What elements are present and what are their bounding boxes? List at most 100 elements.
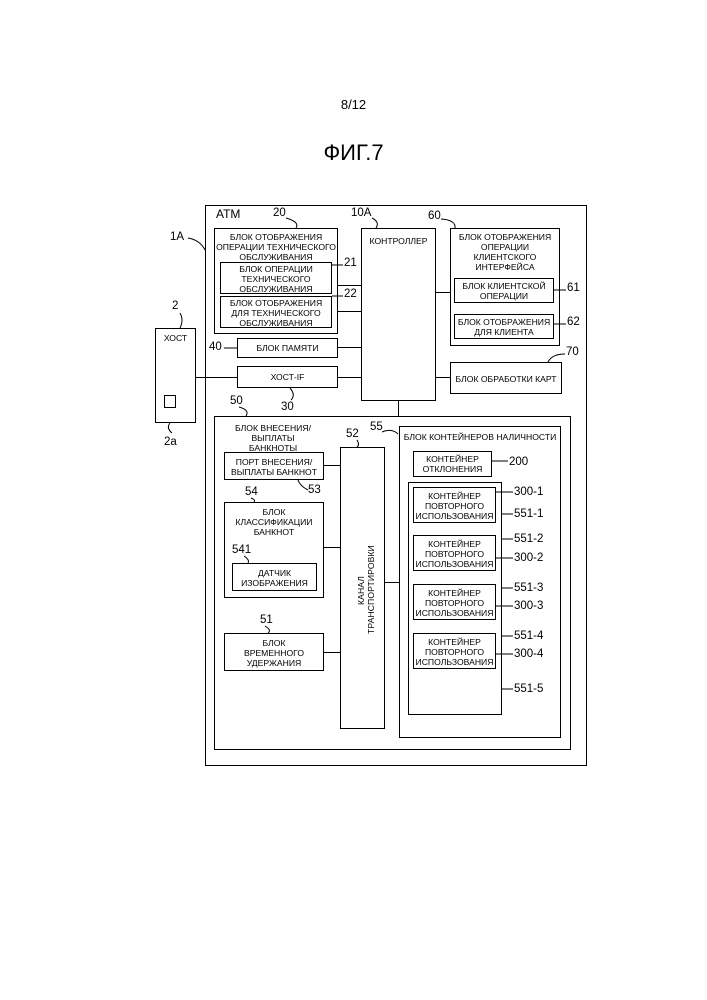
temp-hold-ref: 51 [260, 614, 273, 627]
card-unit-box: БЛОК ОБРАБОТКИ КАРТ [450, 362, 562, 394]
connector-classifier-transport [324, 547, 340, 548]
cassette-3-ref-bottom: 300-3 [514, 600, 543, 613]
temp-hold-line: БЛОК [225, 638, 323, 648]
host-label: ХОСТ [155, 333, 196, 343]
connector-hostif-controller [338, 377, 361, 378]
customer-display-ref: 60 [428, 210, 441, 223]
port-box: ПОРТ ВНЕСЕНИЯ/ ВЫПЛАТЫ БАНКНОТ [224, 452, 324, 480]
host-if-label: ХОСТ-IF [238, 372, 337, 382]
maint-op-unit-box: БЛОК ОПЕРАЦИИ ТЕХНИЧЕСКОГО ОБСЛУЖИВАНИЯ [220, 262, 332, 294]
recycle-container-3: КОНТЕЙНЕР ПОВТОРНОГО ИСПОЛЬЗОВАНИЯ [413, 584, 496, 620]
image-sensor-line: ДАТЧИК [233, 568, 316, 578]
maint-display-ref: 20 [273, 207, 286, 220]
customer-display-line: ОПЕРАЦИИ [451, 242, 559, 252]
customer-disp-line: БЛОК ОТОБРАЖЕНИЯ [455, 317, 553, 327]
leader-2 [180, 313, 182, 328]
connector-maint-disp-controller [338, 311, 361, 312]
reject-line: КОНТЕЙНЕР [414, 454, 491, 464]
maint-display-line: БЛОК ОТОБРАЖЕНИЯ [215, 232, 337, 242]
host-sub-ref: 2a [164, 436, 177, 449]
classifier-ref: 54 [245, 486, 258, 499]
transport-channel-label: КАНАЛ ТРАНСПОРТИРОВКИ [356, 530, 376, 650]
recycle-line: КОНТЕЙНЕР [414, 588, 495, 598]
host-if-box: ХОСТ-IF [237, 366, 338, 388]
maint-op-line: ОБСЛУЖИВАНИЯ [221, 284, 331, 294]
cassette-3-ref-top: 551-3 [514, 582, 543, 595]
last-slot-ref: 551-5 [514, 683, 543, 696]
atm-label: АТМ [216, 208, 240, 221]
host-ref: 2 [172, 300, 178, 313]
recycle-line: КОНТЕЙНЕР [414, 491, 495, 501]
maint-disp-ref: 22 [344, 288, 357, 301]
cash-unit-ref: 55 [370, 421, 383, 434]
recycle-line: ИСПОЛЬЗОВАНИЯ [414, 608, 495, 618]
customer-display-line: КЛИЕНТСКОГО [451, 252, 559, 262]
leader-2a [168, 423, 172, 433]
cash-unit-label: БЛОК КОНТЕЙНЕРОВ НАЛИЧНОСТИ [399, 432, 561, 442]
connector-controller-banknote [398, 401, 399, 416]
controller-box: КОНТРОЛЛЕР [361, 228, 436, 401]
recycle-line: КОНТЕЙНЕР [414, 539, 495, 549]
maint-op-line: ТЕХНИЧЕСКОГО [221, 274, 331, 284]
maint-disp-unit-box: БЛОК ОТОБРАЖЕНИЯ ДЛЯ ТЕХНИЧЕСКОГО ОБСЛУЖ… [220, 296, 332, 328]
customer-disp-ref: 62 [567, 316, 580, 329]
banknote-unit-line: БЛОК ВНЕСЕНИЯ/ВЫПЛАТЫ [218, 423, 328, 443]
host-card-slot [164, 395, 176, 408]
reject-ref: 200 [509, 456, 528, 469]
customer-display-line: БЛОК ОТОБРАЖЕНИЯ [451, 232, 559, 242]
reject-container-box: КОНТЕЙНЕР ОТКЛОНЕНИЯ [413, 451, 492, 477]
classifier-line: БЛОК [225, 507, 323, 517]
memory-ref: 40 [209, 341, 222, 354]
image-sensor-ref: 541 [232, 544, 251, 557]
classifier-line: БАНКНОТ [225, 527, 323, 537]
controller-label: КОНТРОЛЛЕР [362, 236, 435, 246]
cassette-2-ref-top: 551-2 [514, 533, 543, 546]
host-if-ref: 30 [281, 401, 294, 414]
connector-memory-controller [338, 347, 361, 348]
temp-hold-line: ВРЕМЕННОГО [225, 648, 323, 658]
recycle-line: ПОВТОРНОГО [414, 549, 495, 559]
maint-op-line: БЛОК ОПЕРАЦИИ [221, 264, 331, 274]
recycle-line: КОНТЕЙНЕР [414, 637, 495, 647]
memory-box: БЛОК ПАМЯТИ [237, 338, 338, 358]
customer-op-unit-box: БЛОК КЛИЕНТСКОЙ ОПЕРАЦИИ [454, 278, 554, 303]
card-unit-ref: 70 [566, 346, 579, 359]
customer-display-line: ИНТЕРФЕЙСА [451, 262, 559, 272]
leader-1a [188, 238, 205, 250]
customer-op-line: БЛОК КЛИЕНТСКОЙ [455, 281, 553, 291]
port-ref: 53 [308, 484, 321, 497]
transport-channel-ref: 52 [346, 428, 359, 441]
recycle-line: ИСПОЛЬЗОВАНИЯ [414, 559, 495, 569]
temp-hold-box: БЛОК ВРЕМЕННОГО УДЕРЖАНИЯ [224, 633, 324, 671]
connector-controller-card [436, 377, 450, 378]
recycle-line: ИСПОЛЬЗОВАНИЯ [414, 511, 495, 521]
cassette-1-ref-bottom: 551-1 [514, 508, 543, 521]
cassette-4-ref-top: 551-4 [514, 630, 543, 643]
maint-display-line: ОПЕРАЦИИ ТЕХНИЧЕСКОГО [215, 242, 337, 252]
card-unit-label: БЛОК ОБРАБОТКИ КАРТ [451, 374, 561, 384]
connector-temphold-transport [324, 652, 340, 653]
port-line: ВЫПЛАТЫ БАНКНОТ [225, 467, 323, 477]
cassette-2-ref-bottom: 300-2 [514, 552, 543, 565]
temp-hold-line: УДЕРЖАНИЯ [225, 658, 323, 668]
atm-ref: 1A [170, 231, 184, 244]
reject-line: ОТКЛОНЕНИЯ [414, 464, 491, 474]
figure-title: ФИГ.7 [0, 140, 707, 166]
maint-disp-line: ДЛЯ ТЕХНИЧЕСКОГО [221, 308, 331, 318]
customer-disp-line: ДЛЯ КЛИЕНТА [455, 327, 553, 337]
image-sensor-line: ИЗОБРАЖЕНИЯ [233, 578, 316, 588]
image-sensor-box: ДАТЧИК ИЗОБРАЖЕНИЯ [232, 563, 317, 591]
connector-maint-op-controller [338, 285, 361, 286]
recycle-line: ПОВТОРНОГО [414, 647, 495, 657]
page-number: 8/12 [0, 97, 707, 112]
controller-ref: 10A [351, 207, 371, 220]
recycle-container-4: КОНТЕЙНЕР ПОВТОРНОГО ИСПОЛЬЗОВАНИЯ [413, 633, 496, 669]
recycle-line: ИСПОЛЬЗОВАНИЯ [414, 657, 495, 667]
maint-display-line: ОБСЛУЖИВАНИЯ [215, 252, 337, 262]
recycle-line: ПОВТОРНОГО [414, 598, 495, 608]
connector-port-transport [324, 465, 340, 466]
maint-disp-line: БЛОК ОТОБРАЖЕНИЯ [221, 298, 331, 308]
classifier-line: КЛАССИФИКАЦИИ [225, 517, 323, 527]
port-line: ПОРТ ВНЕСЕНИЯ/ [225, 457, 323, 467]
customer-disp-unit-box: БЛОК ОТОБРАЖЕНИЯ ДЛЯ КЛИЕНТА [454, 314, 554, 339]
